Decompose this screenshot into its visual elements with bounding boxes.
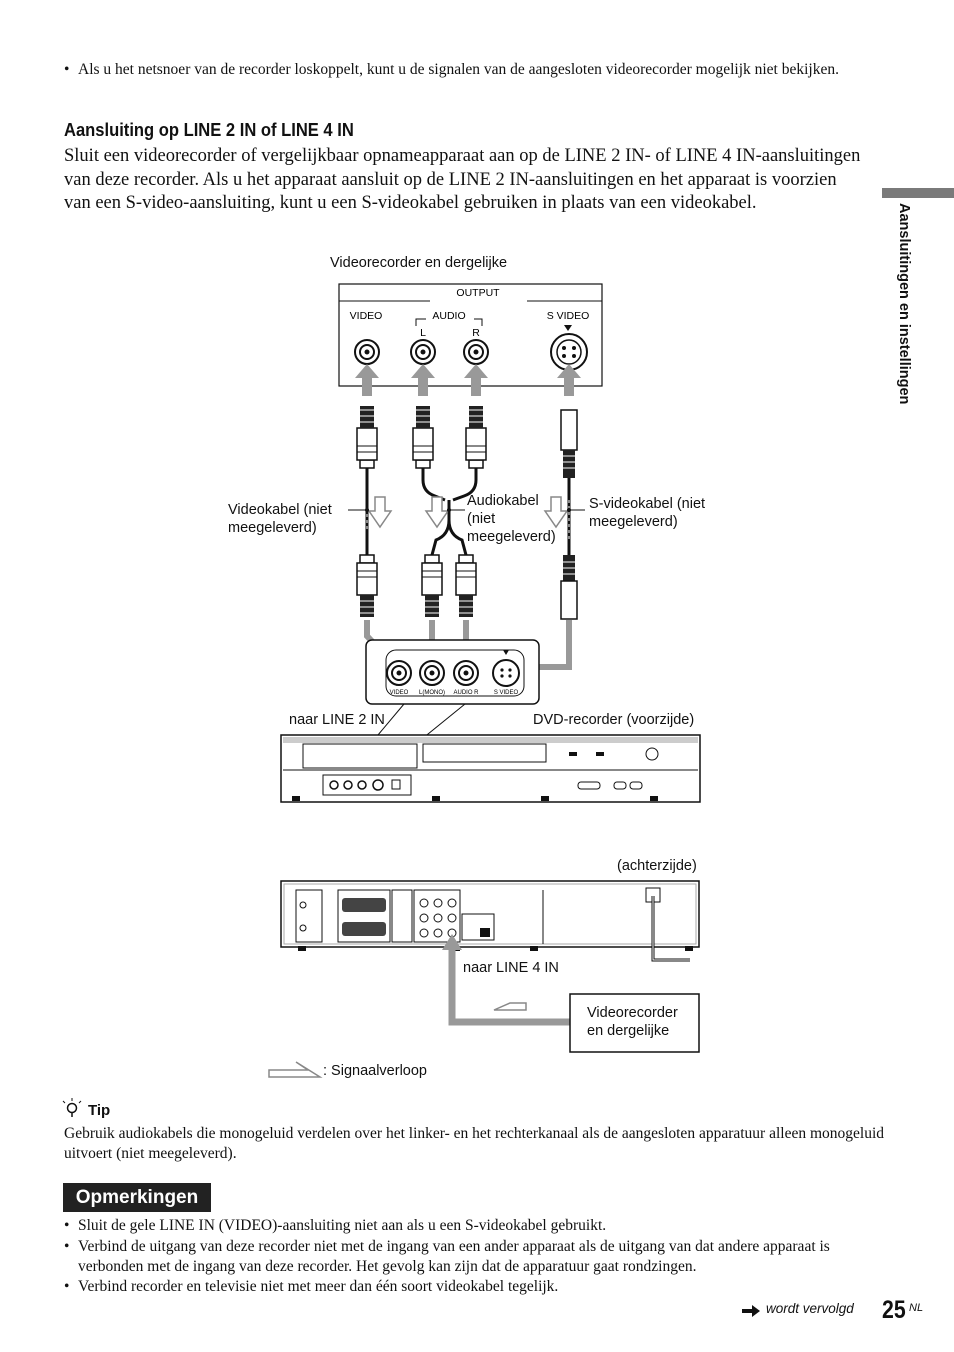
audio-cable-label: Audiokabel (niet meegeleverd) — [467, 493, 556, 545]
audio-r-plug-top — [465, 405, 487, 469]
vcr-audio-label: AUDIO — [432, 310, 465, 322]
signal-arrow-line4 — [493, 1002, 527, 1011]
front-svideo-text: S VIDEO — [494, 690, 519, 696]
tip-icon — [62, 1098, 82, 1117]
note-text: Sluit de gele LINE IN (VIDEO)-aansluitin… — [78, 1217, 607, 1234]
front-lmono-jack — [419, 660, 445, 686]
video-plug-top — [356, 405, 378, 469]
audio-l-plug-bottom — [421, 554, 443, 618]
continued-arrow-icon — [742, 1305, 760, 1317]
front-audio-r-jack — [453, 660, 479, 686]
vcr-audio-r: R — [472, 327, 480, 339]
vcr-svideo-jack — [550, 333, 588, 371]
note-item: •Verbind recorder en televisie niet met … — [64, 1277, 874, 1297]
vcr-label: Videorecorder en dergelijke — [330, 255, 508, 271]
front-video-jack — [386, 660, 412, 686]
note-text: Verbind recorder en televisie niet met m… — [78, 1278, 559, 1295]
vcr-audio-l: L — [420, 327, 426, 339]
top-note: •Als u het netsnoer van de recorder losk… — [64, 60, 864, 80]
page-number: 25 — [882, 1296, 906, 1324]
page-lang: NL — [909, 1302, 924, 1314]
note-item: •Verbind de uitgang van deze recorder ni… — [64, 1237, 874, 1277]
to-line4-label: naar LINE 4 IN — [463, 960, 559, 976]
note-item: •Sluit de gele LINE IN (VIDEO)-aansluiti… — [64, 1216, 874, 1236]
front-svideo-jack — [492, 650, 520, 687]
vcr-audio-l-jack — [410, 339, 436, 365]
vcr-box — [569, 993, 700, 1053]
vcr-video-jack — [354, 339, 380, 365]
video-plug-bottom — [356, 554, 378, 618]
notes-title: Opmerkingen — [63, 1183, 211, 1212]
svideo-plug-top — [560, 409, 578, 478]
vcr-audio-r-jack — [463, 339, 489, 365]
dvd-recorder-rear — [280, 880, 700, 962]
svideo-cable-label: S-videokabel (niet meegeleverd) — [589, 496, 706, 530]
section-heading: Aansluiting op LINE 2 IN of LINE 4 IN — [64, 120, 354, 140]
note-text: Verbind de uitgang van deze recorder nie… — [78, 1238, 830, 1275]
dvd-front-label: DVD-recorder (voorzijde) — [533, 712, 695, 728]
audio-l-plug-top — [412, 405, 434, 469]
vcr-svideo-label: S VIDEO — [547, 310, 590, 322]
front-video-text: VIDEO — [390, 690, 409, 696]
svideo-plug-bottom — [560, 555, 578, 620]
signal-arrows-up — [355, 364, 581, 396]
audio-r-plug-bottom — [455, 554, 477, 618]
legend-arrow — [268, 1061, 323, 1078]
vcr-video-label: VIDEO — [350, 310, 383, 322]
line4-signal-path — [448, 947, 570, 1026]
to-line2-label: naar LINE 2 IN — [289, 712, 385, 728]
signal-arrow-audio — [425, 496, 449, 528]
signal-arrow-video — [368, 496, 392, 528]
dvd-recorder-front — [280, 734, 701, 803]
video-cable-label: Videokabel (niet meegeleverd) — [228, 502, 332, 536]
continued-label: wordt vervolgd — [766, 1301, 854, 1316]
legend-label: : Signaalverloop — [323, 1063, 427, 1079]
rear-label: (achterzijde) — [617, 858, 697, 874]
tip-text: Gebruik audiokabels die monogeluid verde… — [64, 1125, 885, 1162]
front-lmono-text: L(MONO) — [419, 690, 445, 696]
vcr-box-label: Videorecorder en dergelijke — [587, 1005, 678, 1039]
intro-paragraph: Sluit een videorecorder of vergelijkbaar… — [64, 146, 861, 213]
front-audio-r-text: AUDIO R — [453, 690, 479, 696]
output-label: OUTPUT — [456, 287, 500, 299]
side-tab-bar — [882, 188, 954, 198]
tip-title: Tip — [88, 1102, 111, 1119]
top-note-text: Als u het netsnoer van de recorder losko… — [78, 61, 839, 78]
